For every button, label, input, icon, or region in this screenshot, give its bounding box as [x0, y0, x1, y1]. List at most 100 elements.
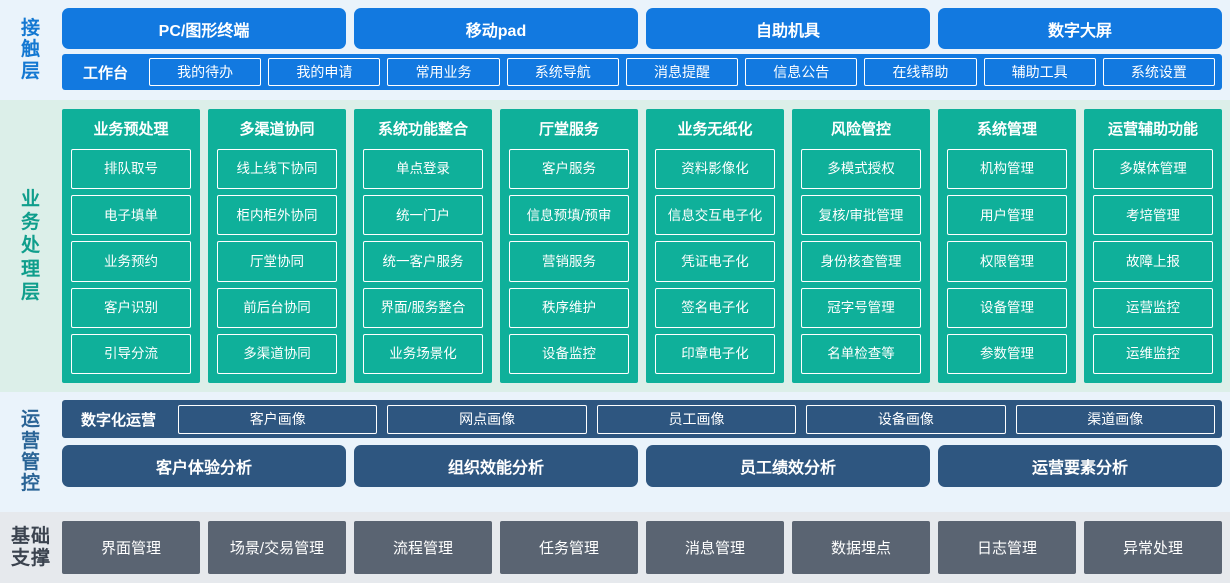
workbench-item-system-settings[interactable]: 系统设置 [1102, 58, 1215, 86]
terminal-chip-screen[interactable]: 数字大屏 [938, 8, 1222, 49]
business-item[interactable]: 多渠道协同 [217, 333, 337, 375]
business-item[interactable]: 业务预约 [71, 241, 191, 282]
operations-layer-label: 运 营 管 控 [0, 392, 62, 512]
foundation-item-message-management[interactable]: 消息管理 [646, 521, 784, 574]
portrait-item-device[interactable]: 设备画像 [806, 404, 1006, 434]
business-column-pre-processing: 业务预处理 排队取号 电子填单 业务预约 客户识别 引导分流 [62, 109, 200, 383]
business-item[interactable]: 秩序维护 [509, 287, 629, 328]
workbench-item-system-nav[interactable]: 系统导航 [506, 58, 619, 86]
business-item[interactable]: 运营监控 [1093, 287, 1213, 328]
business-layer-band: 业 务 处 理 层 业务预处理 排队取号 电子填单 业务预约 客户识别 引导分流… [0, 100, 1230, 392]
foundation-item-process-management[interactable]: 流程管理 [354, 521, 492, 574]
business-column-lobby-service: 厅堂服务 客户服务 信息预填/预审 营销服务 秩序维护 设备监控 [500, 109, 638, 383]
workbench-item-common-business[interactable]: 常用业务 [387, 58, 500, 86]
business-column-system-management: 系统管理 机构管理 用户管理 权限管理 设备管理 参数管理 [938, 109, 1076, 383]
portrait-item-employee[interactable]: 员工画像 [596, 404, 797, 434]
workbench-item-my-todo[interactable]: 我的待办 [149, 58, 262, 86]
workbench-item-online-help[interactable]: 在线帮助 [864, 58, 977, 86]
business-item[interactable]: 单点登录 [363, 149, 483, 190]
business-layer-label: 业 务 处 理 层 [0, 100, 62, 392]
column-title: 系统管理 [976, 121, 1037, 138]
analysis-item-ops-factors[interactable]: 运营要素分析 [938, 445, 1222, 487]
business-item[interactable]: 多模式授权 [801, 149, 921, 190]
business-item[interactable]: 柜内柜外协同 [217, 195, 337, 236]
foundation-item-data-tracking[interactable]: 数据埋点 [792, 521, 930, 574]
business-item[interactable]: 客户识别 [71, 287, 191, 328]
business-item[interactable]: 参数管理 [947, 333, 1067, 375]
foundation-item-exception-handling[interactable]: 异常处理 [1084, 521, 1222, 574]
business-item[interactable]: 统一客户服务 [363, 241, 483, 282]
business-item[interactable]: 统一门户 [363, 195, 483, 236]
workbench-item-my-application[interactable]: 我的申请 [268, 58, 381, 86]
business-item[interactable]: 客户服务 [509, 149, 629, 190]
foundation-item-scene-transaction[interactable]: 场景/交易管理 [208, 521, 346, 574]
operations-layer-label-text: 运 营 管 控 [20, 409, 41, 495]
business-item[interactable]: 多媒体管理 [1093, 149, 1213, 190]
business-item[interactable]: 资料影像化 [655, 149, 775, 190]
business-item[interactable]: 用户管理 [947, 195, 1067, 236]
workbench-title: 工作台 [83, 64, 129, 82]
foundation-item-log-management[interactable]: 日志管理 [938, 521, 1076, 574]
business-item[interactable]: 前后台协同 [217, 287, 337, 328]
business-item[interactable]: 权限管理 [947, 241, 1067, 282]
business-item[interactable]: 故障上报 [1093, 241, 1213, 282]
business-item[interactable]: 信息交互电子化 [655, 195, 775, 236]
business-item[interactable]: 考培管理 [1093, 195, 1213, 236]
workbench-item-message-alert[interactable]: 消息提醒 [625, 58, 739, 86]
business-item[interactable]: 设备管理 [947, 287, 1067, 328]
business-item[interactable]: 营销服务 [509, 241, 629, 282]
business-item[interactable]: 凭证电子化 [655, 241, 775, 282]
business-item[interactable]: 签名电子化 [655, 287, 775, 328]
column-title: 运营辅助功能 [1107, 121, 1198, 138]
analysis-item-employee-performance[interactable]: 员工绩效分析 [646, 445, 930, 487]
terminal-row: PC/图形终端 移动pad 自助机具 数字大屏 [62, 8, 1222, 49]
business-item[interactable]: 名单检查等 [801, 333, 921, 375]
operations-layer-band: 运 营 管 控 数字化运营 客户画像 网点画像 员工画像 设备画像 渠道画像 客… [0, 392, 1230, 512]
column-title: 风险管控 [830, 121, 891, 138]
business-item[interactable]: 身份核查管理 [801, 241, 921, 282]
business-item[interactable]: 运维监控 [1093, 333, 1213, 375]
business-item[interactable]: 业务场景化 [363, 333, 483, 375]
business-item[interactable]: 线上线下协同 [217, 149, 337, 190]
operations-layer-body: 数字化运营 客户画像 网点画像 员工画像 设备画像 渠道画像 客户体验分析 组织… [62, 392, 1230, 512]
digital-operations-row: 数字化运营 客户画像 网点画像 员工画像 设备画像 渠道画像 [62, 400, 1222, 438]
business-item[interactable]: 冠字号管理 [801, 287, 921, 328]
portrait-item-customer[interactable]: 客户画像 [178, 404, 378, 434]
analysis-item-customer-experience[interactable]: 客户体验分析 [62, 445, 346, 487]
foundation-item-task-management[interactable]: 任务管理 [500, 521, 638, 574]
business-item[interactable]: 厅堂协同 [217, 241, 337, 282]
analysis-item-org-efficiency[interactable]: 组织效能分析 [354, 445, 638, 487]
workbench-item-aux-tools[interactable]: 辅助工具 [983, 58, 1096, 86]
terminal-chip-pad[interactable]: 移动pad [354, 8, 638, 49]
portrait-item-channel[interactable]: 渠道画像 [1015, 404, 1215, 434]
business-item[interactable]: 电子填单 [71, 195, 191, 236]
business-item[interactable]: 信息预填/预审 [509, 195, 629, 236]
terminal-chip-pc[interactable]: PC/图形终端 [62, 8, 346, 49]
business-column-risk-control: 风险管控 多模式授权 复核/审批管理 身份核查管理 冠字号管理 名单检查等 [792, 109, 930, 383]
contact-layer-body: PC/图形终端 移动pad 自助机具 数字大屏 工作台 我的待办 我的申请 常用… [62, 0, 1230, 100]
business-layer-body: 业务预处理 排队取号 电子填单 业务预约 客户识别 引导分流 多渠道协同 线上线… [62, 100, 1230, 392]
contact-layer-label: 接 触 层 [0, 0, 62, 100]
business-column-system-integration: 系统功能整合 单点登录 统一门户 统一客户服务 界面/服务整合 业务场景化 [354, 109, 492, 383]
business-item[interactable]: 设备监控 [509, 333, 629, 375]
business-item[interactable]: 机构管理 [947, 149, 1067, 190]
portrait-item-branch[interactable]: 网点画像 [387, 404, 587, 434]
business-item[interactable]: 界面/服务整合 [363, 287, 483, 328]
workbench-row: 工作台 我的待办 我的申请 常用业务 系统导航 消息提醒 信息公告 在线帮助 辅… [62, 54, 1222, 90]
foundation-layer-label: 基础 支撑 [0, 512, 62, 583]
business-column-grid: 业务预处理 排队取号 电子填单 业务预约 客户识别 引导分流 多渠道协同 线上线… [62, 109, 1222, 383]
business-item[interactable]: 印章电子化 [655, 333, 775, 375]
column-title: 系统功能整合 [377, 121, 468, 138]
terminal-chip-kiosk[interactable]: 自助机具 [646, 8, 930, 49]
business-item[interactable]: 引导分流 [71, 333, 191, 375]
contact-layer-band: 接 触 层 PC/图形终端 移动pad 自助机具 数字大屏 工作台 我的待办 我… [0, 0, 1230, 100]
business-column-paperless: 业务无纸化 资料影像化 信息交互电子化 凭证电子化 签名电子化 印章电子化 [646, 109, 784, 383]
contact-layer-label-text: 接 触 层 [20, 18, 41, 82]
workbench-item-announcement[interactable]: 信息公告 [745, 58, 858, 86]
foundation-layer-body: 界面管理 场景/交易管理 流程管理 任务管理 消息管理 数据埋点 日志管理 异常… [62, 512, 1230, 583]
analysis-row: 客户体验分析 组织效能分析 员工绩效分析 运营要素分析 [62, 445, 1222, 487]
foundation-item-ui-management[interactable]: 界面管理 [62, 521, 200, 574]
business-item[interactable]: 排队取号 [71, 149, 191, 190]
business-item[interactable]: 复核/审批管理 [801, 195, 921, 236]
